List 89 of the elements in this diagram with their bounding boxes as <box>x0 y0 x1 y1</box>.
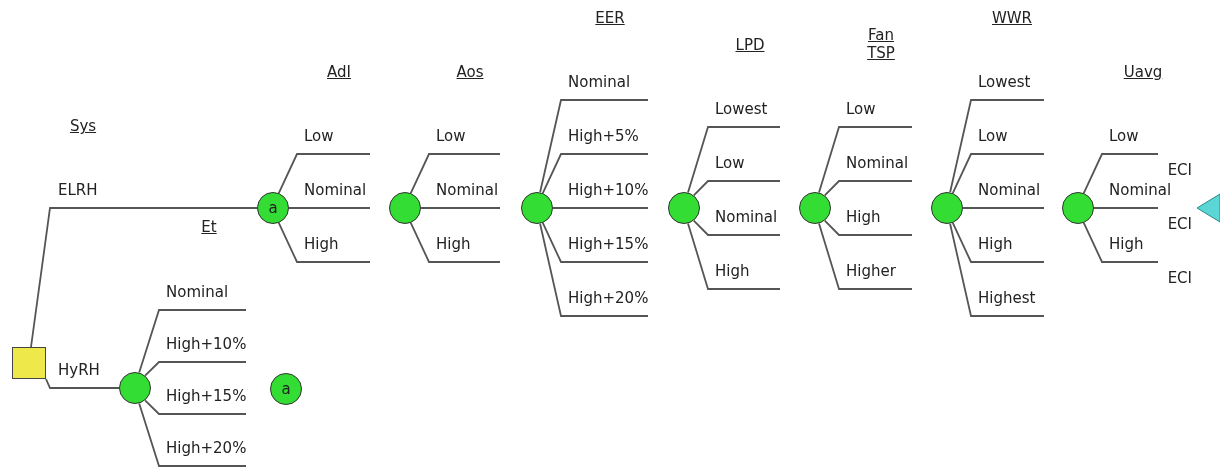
branch-label: High+5% <box>568 127 639 145</box>
column-heading: Aos <box>456 63 484 81</box>
branch-label: High+15% <box>166 387 247 405</box>
branch-line <box>687 222 781 290</box>
branch-line <box>409 222 501 263</box>
branch-label: High+15% <box>568 235 649 253</box>
branch-label: High <box>715 262 750 280</box>
branch-line <box>818 222 913 290</box>
branch-label: High+10% <box>166 335 247 353</box>
branch-line <box>144 399 247 415</box>
chance-node: a <box>257 192 289 224</box>
column-heading: Sys <box>69 117 97 135</box>
chance-node <box>799 192 831 224</box>
column-heading: AdI <box>327 63 351 81</box>
branch-line <box>288 207 371 209</box>
branch-line <box>144 361 247 377</box>
branch-line <box>539 222 649 317</box>
branch-label: Lowest <box>715 100 768 118</box>
column-heading: Et <box>201 218 217 236</box>
branch-label: ELRH <box>58 181 98 199</box>
chance-node: a <box>270 373 302 405</box>
outcome-label: ECI <box>1167 269 1192 287</box>
branch-line <box>277 153 371 194</box>
branch-line <box>539 99 649 194</box>
terminal-node <box>1196 193 1220 223</box>
chance-node <box>119 372 151 404</box>
column-heading: LPD <box>735 36 765 54</box>
branch-label: Low <box>436 127 466 145</box>
branch-line <box>30 207 258 348</box>
branch-label: Low <box>978 127 1008 145</box>
branch-label: High <box>846 208 881 226</box>
branch-label: Highest <box>978 289 1036 307</box>
branch-label: Nominal <box>304 181 367 199</box>
chance-node <box>389 192 421 224</box>
branch-line <box>138 309 247 374</box>
branch-line <box>692 219 781 236</box>
branch-label: High+10% <box>568 181 649 199</box>
branch-label: High+20% <box>568 289 649 307</box>
branch-label: Nominal <box>1109 181 1172 199</box>
branch-line <box>951 222 1045 263</box>
branch-label: High <box>978 235 1013 253</box>
column-heading: Uavg <box>1123 63 1163 81</box>
branch-label: Nominal <box>978 181 1041 199</box>
branch-label: Nominal <box>436 181 499 199</box>
branch-line <box>949 222 1045 317</box>
branch-label: Nominal <box>715 208 778 226</box>
column-heading: EER <box>595 9 625 27</box>
chance-node <box>521 192 553 224</box>
branch-line <box>420 207 501 209</box>
branch-line <box>818 126 913 194</box>
column-heading: Fan TSP <box>866 26 896 62</box>
branch-line <box>541 222 649 263</box>
branch-line <box>1082 222 1159 263</box>
branch-label: High+20% <box>166 439 247 457</box>
branch-label: High <box>436 235 471 253</box>
branch-label: Low <box>715 154 745 172</box>
chance-node <box>668 192 700 224</box>
column-heading: WWR <box>991 9 1033 27</box>
branch-line <box>949 99 1045 194</box>
branch-line <box>277 222 371 263</box>
branch-line <box>552 207 649 209</box>
branch-line <box>138 402 247 467</box>
branch-line <box>541 153 649 194</box>
branch-line <box>951 153 1045 194</box>
branch-line <box>962 207 1045 209</box>
chance-node <box>1062 192 1094 224</box>
branch-label: High <box>304 235 339 253</box>
branch-line <box>45 378 120 389</box>
branch-label: Nominal <box>846 154 909 172</box>
branch-line <box>409 153 501 194</box>
branch-line <box>1093 207 1159 209</box>
branch-line <box>823 180 913 197</box>
branch-line <box>692 180 781 197</box>
chance-node <box>931 192 963 224</box>
branch-label: Low <box>1109 127 1139 145</box>
branch-line <box>687 126 781 194</box>
branch-label: Nominal <box>166 283 229 301</box>
branch-line <box>1082 153 1159 194</box>
branch-label: Nominal <box>568 73 631 91</box>
branch-label: High <box>1109 235 1144 253</box>
outcome-label: ECI <box>1167 161 1192 179</box>
outcome-label: ECI <box>1167 215 1192 233</box>
decision-node <box>12 347 46 379</box>
branch-label: HyRH <box>58 361 100 379</box>
branch-line <box>823 219 913 236</box>
branch-label: Low <box>304 127 334 145</box>
branch-label: Higher <box>846 262 896 280</box>
branch-label: Low <box>846 100 876 118</box>
branch-label: Lowest <box>978 73 1031 91</box>
